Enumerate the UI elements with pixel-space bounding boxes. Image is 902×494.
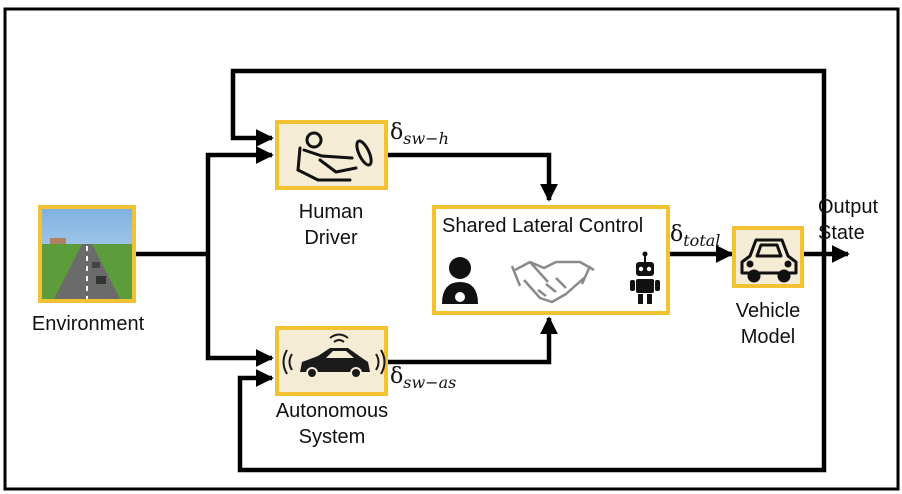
vehicle-model-label-line2: Model	[740, 326, 796, 348]
delta-autonomous-subscript: sw−as	[403, 373, 457, 392]
autonomous-system-block	[275, 326, 388, 396]
delta-human-subscript: sw−h	[403, 129, 449, 148]
environment-label: Environment	[31, 313, 145, 335]
person-icon	[442, 257, 478, 304]
env-to-autonomous-arrow	[205, 254, 274, 367]
feedback-bottom-loop	[237, 254, 827, 473]
env-to-human-arrow	[205, 146, 274, 254]
human-driver-label-line2: Driver	[304, 227, 358, 249]
shared-control-title: Shared Lateral Control	[442, 215, 644, 237]
autonomous-to-shared-arrow	[386, 316, 558, 365]
output-state-label-line2: State	[818, 222, 865, 244]
human-driver-label: Human Driver	[281, 199, 381, 251]
delta-total-symbol: δ	[670, 222, 684, 247]
autonomous-system-label-line1: Autonomous	[275, 400, 389, 422]
shared-control-block	[432, 205, 670, 315]
delta-human-symbol: δ	[390, 120, 404, 145]
connected-car-icon	[282, 333, 386, 379]
output-state-label-line1: Output	[818, 196, 879, 218]
autonomous-system-label: Autonomous System	[262, 398, 402, 450]
delta-autonomous-symbol: δ	[390, 364, 404, 389]
robot-icon	[630, 251, 660, 304]
handshake-icon	[510, 260, 595, 304]
car-icon	[740, 238, 798, 283]
delta-autonomous-signal: δsw−as	[390, 364, 456, 392]
vehicle-model-label-line1: Vehicle	[735, 300, 801, 322]
delta-total-signal: δtotal	[670, 222, 720, 250]
human-driver-label-line1: Human	[298, 201, 364, 223]
connectors	[136, 68, 850, 473]
driver-seat-icon	[296, 131, 373, 182]
environment-block	[38, 205, 136, 303]
feedback-top-loop	[230, 68, 827, 254]
human-to-shared-arrow	[386, 152, 558, 202]
road-scene-icon	[42, 209, 132, 299]
human-driver-block	[275, 120, 388, 190]
output-state-label: Output State	[818, 194, 898, 246]
delta-human-signal: δsw−h	[390, 120, 449, 148]
autonomous-system-label-line2: System	[298, 426, 366, 448]
vehicle-model-label: Vehicle Model	[722, 298, 814, 350]
delta-total-subscript: total	[683, 231, 721, 250]
vehicle-model-block	[732, 226, 804, 288]
